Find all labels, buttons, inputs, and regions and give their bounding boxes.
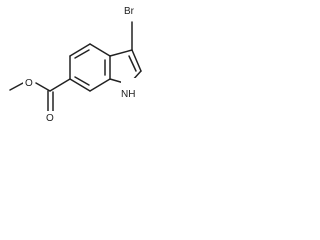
bond-ester-o-methyl [9,82,24,91]
bond-c3a-c3 [109,49,133,57]
chemical-structure: Br NH O O [9,3,142,124]
bond-c6-c7 [69,78,91,92]
bond-c3-c2 [131,49,142,72]
bond-c6-c7-inner [74,76,90,86]
ester-oxygen-label: O [25,78,33,89]
carbonyl-oxygen-label: O [46,113,54,124]
bond-c2-c3-inner [128,55,137,72]
bond-c4-c5-inner [74,49,90,59]
atom-labels: Br NH O O [23,3,141,124]
bromine-label: Br [124,6,135,17]
bond-c4-c5 [69,43,91,57]
bond-c7-c7a [89,78,111,92]
bond-c3a-c4 [89,43,111,57]
nh-label: NH [121,89,135,100]
bond-c6-carbonyl [49,78,71,92]
bond-carbonyl-ester-o [35,82,51,92]
